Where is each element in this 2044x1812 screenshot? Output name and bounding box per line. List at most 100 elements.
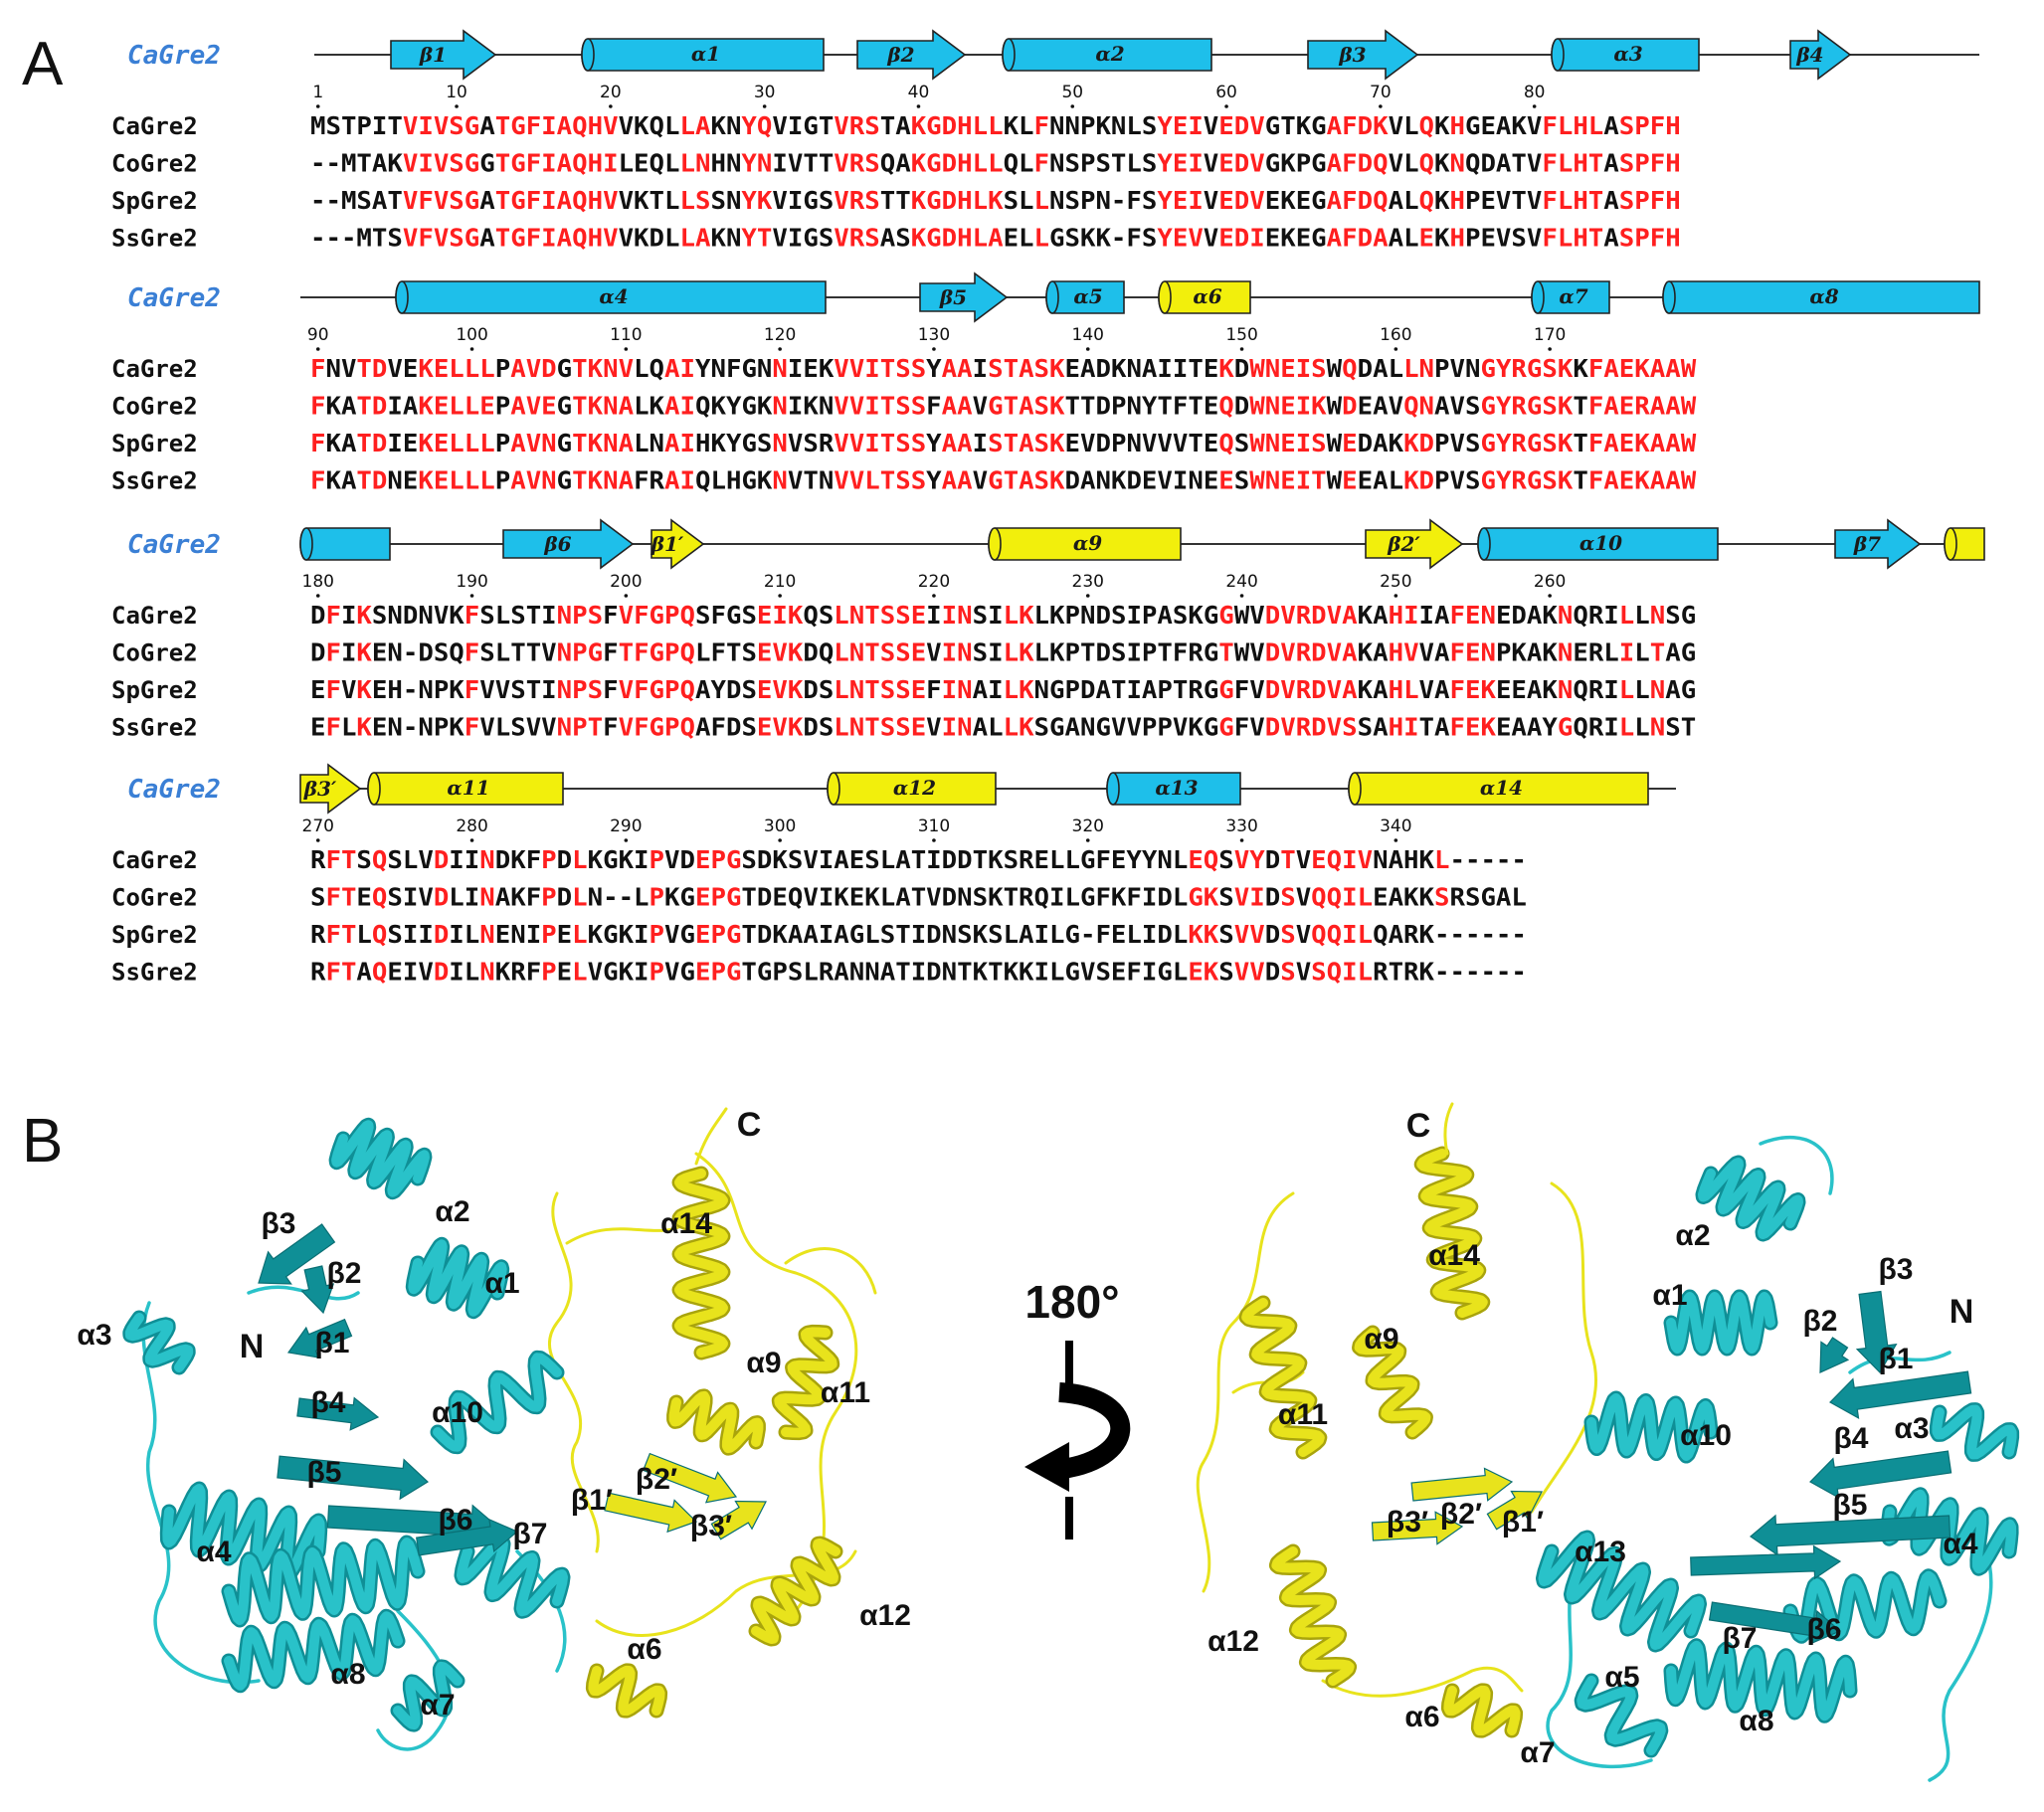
- svg-text:α1: α1: [691, 42, 720, 66]
- ruler-tick-label: 270: [302, 816, 334, 836]
- structure-label: β5: [1833, 1489, 1868, 1522]
- svg-text:β6: β6: [543, 532, 571, 556]
- structure-label: α7: [1520, 1736, 1555, 1769]
- structure-protein-label: CaGre2: [127, 775, 221, 805]
- svg-text:β2′: β2′: [1387, 532, 1420, 556]
- ruler-tick-label: 10: [446, 83, 467, 102]
- helix-α11: α11: [367, 772, 564, 806]
- ruler-tick-label: 310: [918, 816, 950, 836]
- svg-text:β2: β2: [886, 43, 914, 67]
- sequence-row: --MTAKVIVSGGTGFIAQHILEQLLNHNYNIVTTVRSQAK…: [310, 149, 1681, 178]
- svg-text:β4: β4: [1795, 43, 1823, 67]
- panel-a-label: A: [22, 30, 64, 98]
- helix-α8: α8: [1662, 280, 1980, 314]
- structure-label: β4: [1834, 1422, 1869, 1455]
- structure-label: α14: [1428, 1239, 1480, 1272]
- ruler-tick-label: 40: [908, 83, 930, 102]
- sequence-row: FKATDIEKELLLPAVNGTKNALNAIHKYGSNVSRVVITSS…: [310, 429, 1697, 457]
- svg-text:α2: α2: [1095, 42, 1124, 66]
- structure-label: β6: [439, 1504, 473, 1537]
- ruler-dot: [916, 104, 921, 108]
- ruler-tick-label: 140: [1072, 325, 1104, 345]
- species-label: CoGre2: [111, 150, 198, 178]
- structure-label: α10: [1680, 1419, 1732, 1452]
- svg-text:α10: α10: [1579, 531, 1622, 555]
- ruler-tick-label: 240: [1225, 572, 1257, 592]
- ruler-dot: [469, 838, 474, 842]
- helix-α1: α1: [581, 38, 825, 72]
- ruler-dot: [1548, 347, 1552, 351]
- structure-label: β2′: [1440, 1498, 1482, 1531]
- structure-label: α4: [196, 1536, 231, 1568]
- structure-label: β1′: [571, 1484, 613, 1517]
- structure-label: α8: [330, 1658, 365, 1691]
- sequence-row: EFLKEN-NPKFVLSVVNPTFVFGPQAFDSEVKDSLNTSSE…: [310, 713, 1696, 742]
- ruler-tick-label: 280: [456, 816, 487, 836]
- ruler-dot: [315, 104, 320, 108]
- ruler-tick-label: 100: [456, 325, 487, 345]
- strand-β2: β2: [856, 29, 967, 81]
- svg-text:α4: α4: [599, 284, 628, 308]
- domain1-left: [122, 1117, 571, 1751]
- ruler-tick-label: 130: [918, 325, 950, 345]
- ruler-tick-label: 70: [1370, 83, 1392, 102]
- ruler-tick-label: 330: [1225, 816, 1257, 836]
- ruler-dot: [469, 347, 474, 351]
- svg-text:α12: α12: [893, 776, 936, 800]
- svg-text:α14: α14: [1480, 776, 1523, 800]
- sequence-row: ---MTSVFVSGATGFIAQHVVKDLLAKNYTVIGSVRSASK…: [310, 224, 1681, 253]
- ruler-dot: [932, 347, 936, 351]
- species-label: CoGre2: [111, 393, 198, 421]
- ruler-dot: [778, 838, 782, 842]
- ruler-dot: [1239, 347, 1244, 351]
- ruler-dot: [1394, 838, 1398, 842]
- structure-label: β3′: [1387, 1506, 1428, 1539]
- ruler-tick-label: 80: [1524, 83, 1546, 102]
- strand-β1′: β1′: [650, 518, 705, 570]
- structure-label: α12: [1208, 1625, 1259, 1658]
- domain2-right: [1196, 1102, 1598, 1738]
- species-label: CoGre2: [111, 639, 198, 667]
- ruler-dot: [1239, 594, 1244, 598]
- ruler-dot: [1394, 594, 1398, 598]
- helix-α9: α9: [988, 527, 1182, 561]
- ruler-dot: [1224, 104, 1228, 108]
- structure-label: α13: [1575, 1536, 1626, 1568]
- structure-label: α4: [1943, 1528, 1977, 1560]
- structure-label: β1′: [1502, 1506, 1544, 1539]
- ruler-dot: [1085, 838, 1090, 842]
- species-label: SsGre2: [111, 959, 198, 987]
- svg-text:β1′: β1′: [650, 532, 684, 556]
- helix-segment: [1944, 527, 1985, 561]
- ruler-dot: [609, 104, 613, 108]
- structure-label: β2′: [636, 1463, 677, 1496]
- svg-text:α7: α7: [1559, 284, 1587, 308]
- strand-β4: β4: [1789, 29, 1852, 81]
- structure-label: α12: [859, 1599, 911, 1632]
- ruler-dot: [932, 594, 936, 598]
- sequence-row: --MSATVFVSGATGFIAQHVVKTLLSSNYKVIGSVRSTTK…: [310, 186, 1681, 215]
- species-label: CaGre2: [111, 112, 198, 140]
- structure-label: α9: [1364, 1323, 1398, 1356]
- sequence-row: MSTPITVIVSGATGFIAQHVVKQLLAKNYQVIGTVRSTAK…: [310, 111, 1681, 140]
- structure-label: α5: [1604, 1661, 1639, 1694]
- structure-protein-label: CaGre2: [127, 530, 221, 560]
- structure-label: β6: [1807, 1613, 1842, 1646]
- ruler-dot: [1070, 104, 1075, 108]
- species-label: CoGre2: [111, 884, 198, 912]
- ruler-dot: [778, 347, 782, 351]
- svg-text:α8: α8: [1809, 284, 1838, 308]
- structure-label: β3: [1879, 1253, 1914, 1286]
- helix-α12: α12: [827, 772, 997, 806]
- structure-label: β5: [307, 1456, 342, 1489]
- panel-b-label: B: [22, 1107, 63, 1176]
- species-label: SsGre2: [111, 467, 198, 495]
- ruler-dot: [1532, 104, 1537, 108]
- svg-text:α9: α9: [1073, 531, 1102, 555]
- structure-label: β4: [311, 1386, 346, 1419]
- structure-label: α11: [1278, 1398, 1328, 1431]
